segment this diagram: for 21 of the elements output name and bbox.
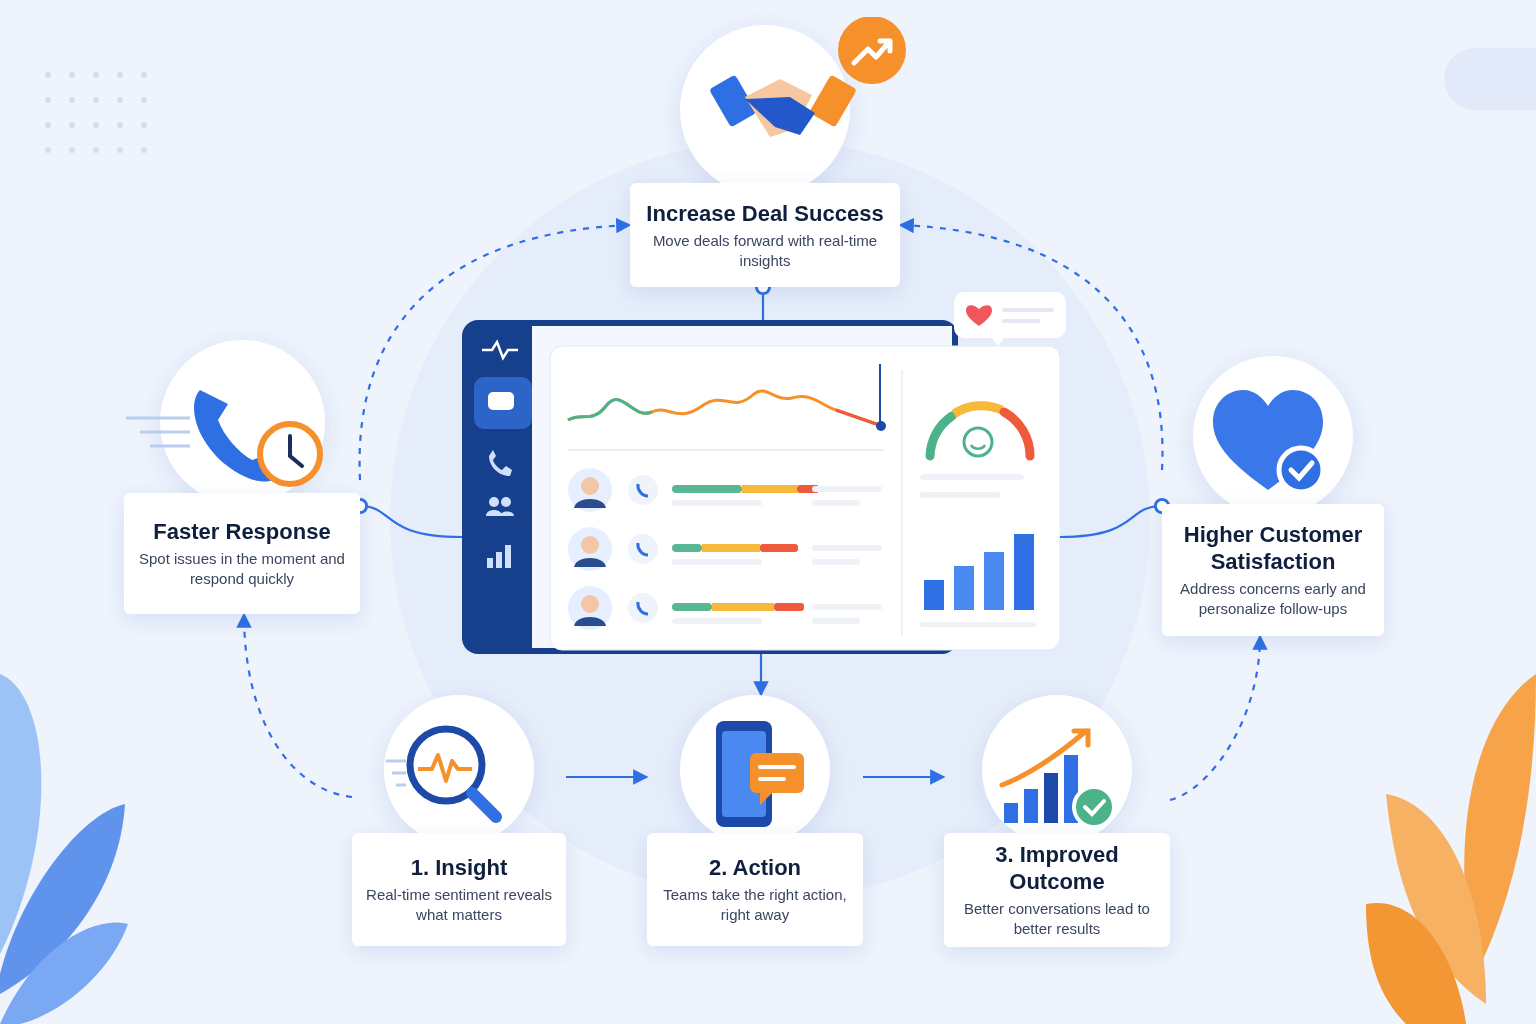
card-heading: Increase Deal Success [646,199,884,227]
dashed-arrow [898,218,1164,470]
card-description: Address concerns early and personalize follow-ups [1179,579,1367,619]
card-description: Better conversations lead to better results [963,899,1151,939]
card-heading: Higher Customer Satisfaction [1182,521,1364,575]
card-heading: 1. Insight [410,854,508,881]
card-description: Move deals forward with real-time insights [651,230,879,271]
dashed-arrow [358,218,632,480]
arrow [863,769,946,785]
card-heading: Faster Response [153,518,331,545]
dashed-arrow [1169,634,1267,802]
dashboard-drawing [462,320,1060,654]
card-description: Real-time sentiment reveals what matters [365,885,553,925]
card-description: Spot issues in the moment and respond quickly [138,549,346,589]
dashed-arrow [236,612,353,799]
connector-line [1059,497,1171,539]
card-heading: 2. Action [708,854,802,881]
arrow [753,654,769,697]
card-heading: 3. Improved Outcome [994,841,1120,895]
card-description: Teams take the right action, right away [662,885,848,925]
arrow [566,769,649,785]
